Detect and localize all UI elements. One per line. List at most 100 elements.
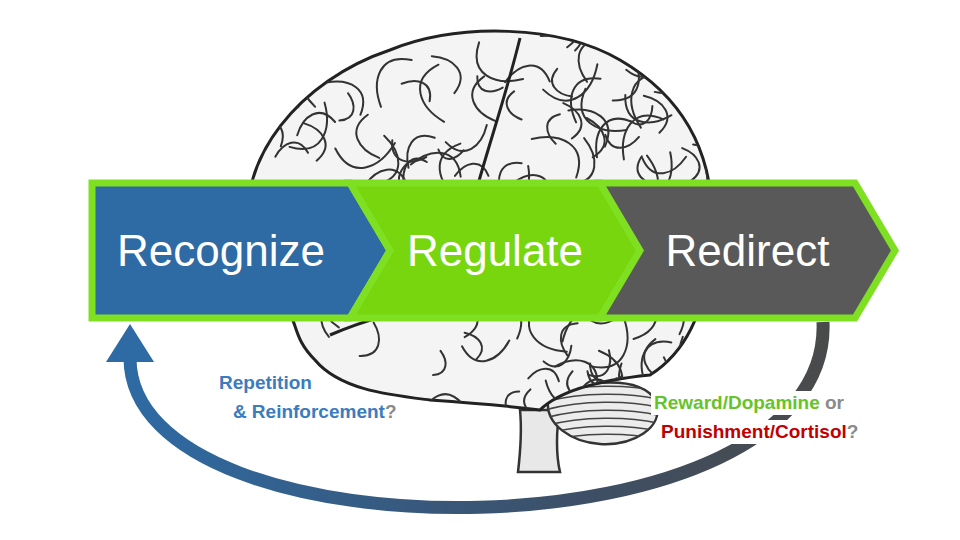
annotation-text: & <box>233 401 247 422</box>
gyrus-stroke <box>693 58 709 82</box>
gyrus-stroke <box>524 389 541 417</box>
annotation-text: Reward/Dopamine <box>654 392 820 413</box>
chevron-fill <box>600 183 895 318</box>
gyrus-stroke <box>472 76 495 121</box>
chevron-fill <box>92 183 390 318</box>
gyrus-stroke <box>588 371 617 385</box>
gyrus-stroke <box>642 157 686 174</box>
gyrus-stroke <box>571 78 600 122</box>
gyrus-stroke <box>568 110 608 147</box>
gyrus-stroke <box>541 0 565 36</box>
gyrus-stroke <box>339 93 353 120</box>
gyrus-stroke <box>692 77 721 108</box>
gyrus-stroke <box>555 360 597 386</box>
gyrus-stroke <box>297 113 335 135</box>
annotation-line: Reward/Dopamineor <box>651 391 847 415</box>
annotation-line: Punishment/Cortisol? <box>658 420 861 444</box>
step-label: Redirect <box>666 226 830 276</box>
gyrus-stroke <box>252 8 278 31</box>
gyrus-stroke <box>269 101 299 120</box>
chevron-step: Recognize <box>92 183 390 318</box>
step-label: Recognize <box>117 226 325 276</box>
gyrus-stroke <box>563 103 581 138</box>
gyrus-stroke <box>572 138 595 185</box>
gyrus-stroke <box>590 317 627 368</box>
gyrus-stroke <box>432 56 461 93</box>
gyrus-stroke <box>265 47 305 76</box>
gyrus-stroke <box>302 60 322 107</box>
gyrus-stroke <box>552 69 572 97</box>
gyrus-stroke <box>335 143 395 168</box>
gyrus-stroke <box>657 11 672 47</box>
gyrus-stroke <box>579 379 610 392</box>
gyrus-stroke <box>252 350 279 373</box>
gyrus-stroke <box>644 339 667 382</box>
annotation-text: Reinforcement <box>252 401 385 422</box>
gyrus-stroke <box>651 49 677 79</box>
gyrus-stroke <box>664 355 722 378</box>
gyrus-stroke <box>326 82 363 115</box>
gyrus-stroke <box>692 351 725 369</box>
annotation-text: or <box>825 392 844 413</box>
gyrus-stroke <box>698 52 728 72</box>
gyrus-stroke <box>506 391 520 415</box>
gyrus-stroke <box>304 123 326 161</box>
gyrus-stroke <box>680 337 713 368</box>
annotation-text: ? <box>385 401 397 422</box>
cerebellum-fold <box>545 410 662 418</box>
chevron-step: Regulate <box>350 183 640 318</box>
gyrus-stroke <box>278 71 300 86</box>
gyrus-stroke <box>421 394 463 418</box>
gyrus-stroke <box>613 55 639 100</box>
gyrus-stroke <box>579 40 601 82</box>
gyrus-stroke <box>402 81 431 101</box>
annotation-text: ? <box>847 421 859 442</box>
gyrus-stroke <box>704 140 730 150</box>
gyrus-stroke <box>567 371 588 400</box>
chevron-fill <box>350 183 640 318</box>
chevron-step: Redirect <box>600 183 895 318</box>
gyrus-stroke <box>360 323 379 356</box>
gyrus-stroke <box>626 49 663 76</box>
gyrus-stroke <box>411 153 461 177</box>
annotation-text: Repetition <box>219 372 312 393</box>
gyrus-stroke <box>543 64 597 100</box>
cerebellum-fold <box>545 434 662 442</box>
gyrus-stroke <box>587 118 605 157</box>
gyrus-stroke <box>551 0 582 47</box>
gyrus-stroke <box>507 91 522 119</box>
gyrus-stroke <box>596 119 632 158</box>
arrowhead <box>106 324 154 362</box>
gyrus-stroke <box>682 148 699 181</box>
gyrus-stroke <box>700 0 718 40</box>
gyrus-stroke <box>220 77 241 95</box>
cerebellum-fold <box>545 402 662 410</box>
cerebellum-fold <box>545 418 662 426</box>
gyrus-stroke <box>462 341 509 362</box>
gyrus-stroke <box>477 76 502 91</box>
cerebellum-fold <box>545 426 662 434</box>
gyrus-stroke <box>547 114 560 144</box>
gyrus-stroke <box>251 119 283 146</box>
step-label: Regulate <box>407 226 583 276</box>
gyrus-stroke <box>356 115 379 158</box>
gyrus-stroke <box>644 96 668 133</box>
gyrus-stroke <box>378 136 398 184</box>
gyrus-stroke <box>420 65 444 122</box>
gyrus-stroke <box>277 39 315 56</box>
annotation-line: &Reinforcement? <box>230 400 400 424</box>
gyrus-stroke <box>528 369 559 381</box>
gyrus-stroke <box>256 44 275 95</box>
gyrus-stroke <box>291 29 335 50</box>
gyrus-stroke <box>665 331 708 373</box>
annotation-text: Punishment/Cortisol <box>661 421 847 442</box>
gyrus-stroke <box>300 50 354 70</box>
gyrus-stroke <box>655 52 685 93</box>
gyrus-stroke <box>698 91 721 113</box>
annotation-line: Repetition <box>216 371 315 395</box>
gyrus-stroke <box>625 95 671 122</box>
gyrus-stroke <box>433 351 445 375</box>
gyrus-stroke <box>599 351 622 396</box>
gyrus-stroke <box>255 118 269 142</box>
